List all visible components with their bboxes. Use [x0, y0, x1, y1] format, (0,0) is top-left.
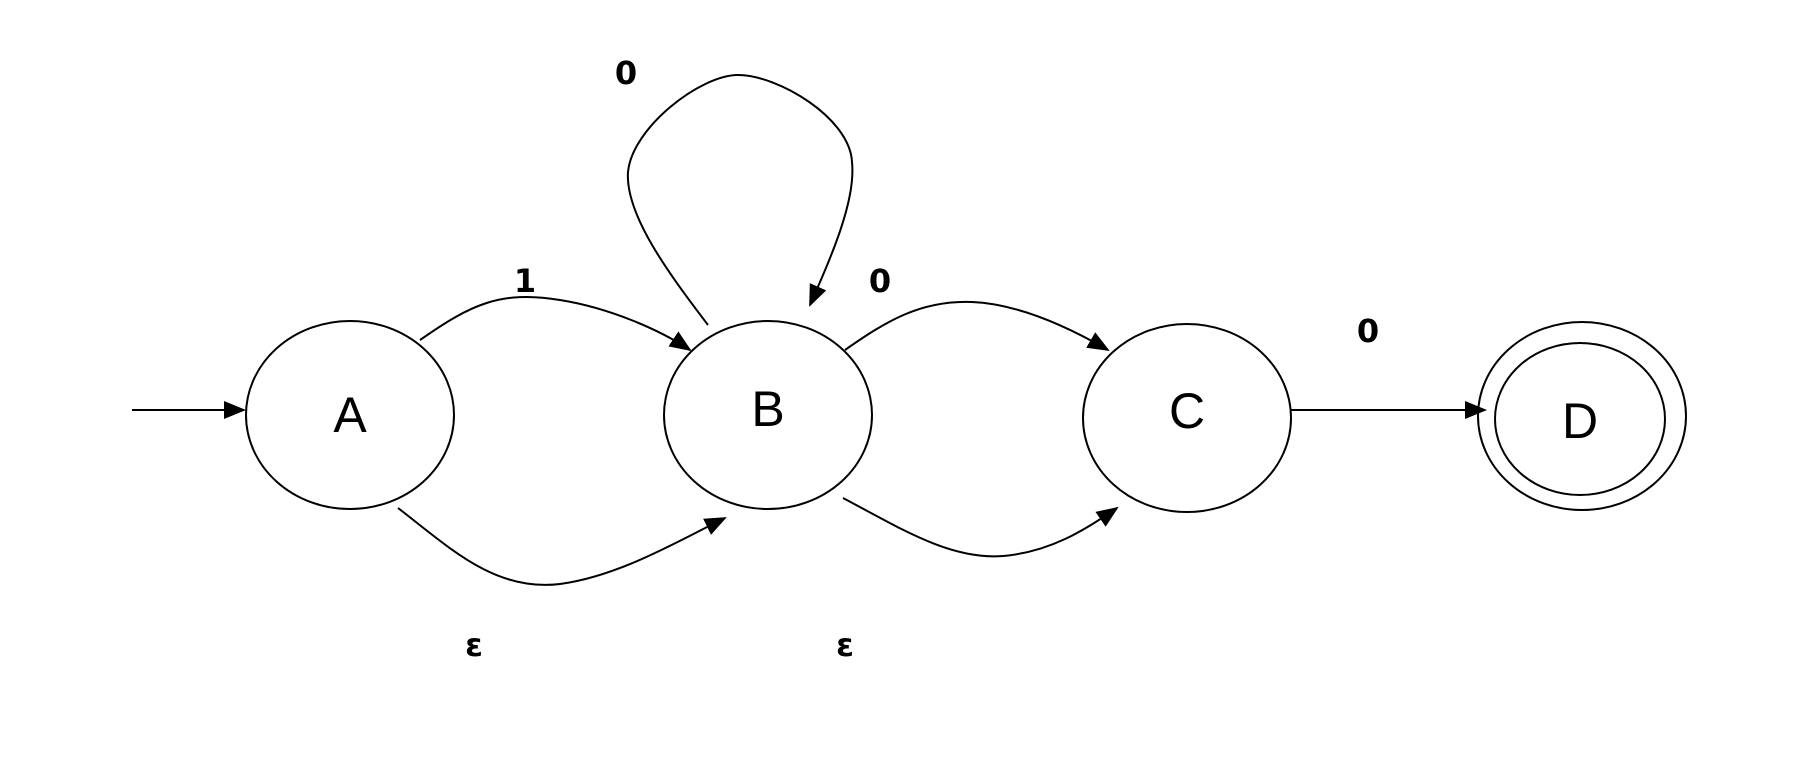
state-c-label: C — [1169, 383, 1205, 439]
state-a: A — [245, 320, 455, 510]
transition-label-b-b-0: 0 — [615, 54, 637, 92]
transition-b-c-epsilon — [842, 497, 1119, 558]
transition-a-b-epsilon — [397, 507, 727, 586]
transition-label-b-c-0: 0 — [869, 262, 891, 300]
state-d-label: D — [1562, 393, 1598, 449]
transition-b-c-0 — [844, 300, 1110, 352]
transition-a-b-1 — [419, 296, 692, 352]
state-d-inner-ring — [1494, 342, 1666, 496]
transition-label-a-b-epsilon: ε — [465, 626, 483, 664]
transition-label-a-b-1: 1 — [514, 262, 536, 300]
transition-b-b-0 — [626, 73, 854, 326]
transition-label-b-c-epsilon: ε — [836, 626, 854, 664]
state-c: C — [1082, 323, 1292, 513]
transition-label-c-d-0: 0 — [1357, 312, 1379, 350]
state-b-label: B — [751, 381, 784, 437]
state-b: B — [663, 320, 873, 510]
state-a-label: A — [333, 387, 367, 443]
state-d: D — [1477, 321, 1687, 511]
